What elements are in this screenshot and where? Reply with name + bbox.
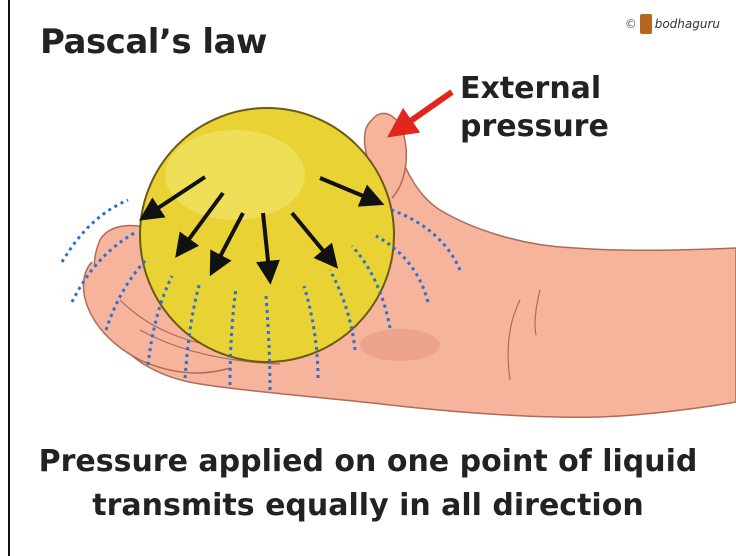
callout-line-2: pressure xyxy=(460,108,609,146)
palm-shadow xyxy=(360,329,440,361)
external-pressure-label: External pressure xyxy=(460,70,609,145)
external-pressure-arrow xyxy=(392,92,452,134)
callout-line-1: External xyxy=(460,70,609,108)
caption-line-1: Pressure applied on one point of liquid xyxy=(0,440,736,484)
caption-line-2: transmits equally in all direction xyxy=(0,484,736,528)
slide-caption: Pressure applied on one point of liquid … xyxy=(0,440,736,527)
ball-highlight xyxy=(165,130,305,220)
